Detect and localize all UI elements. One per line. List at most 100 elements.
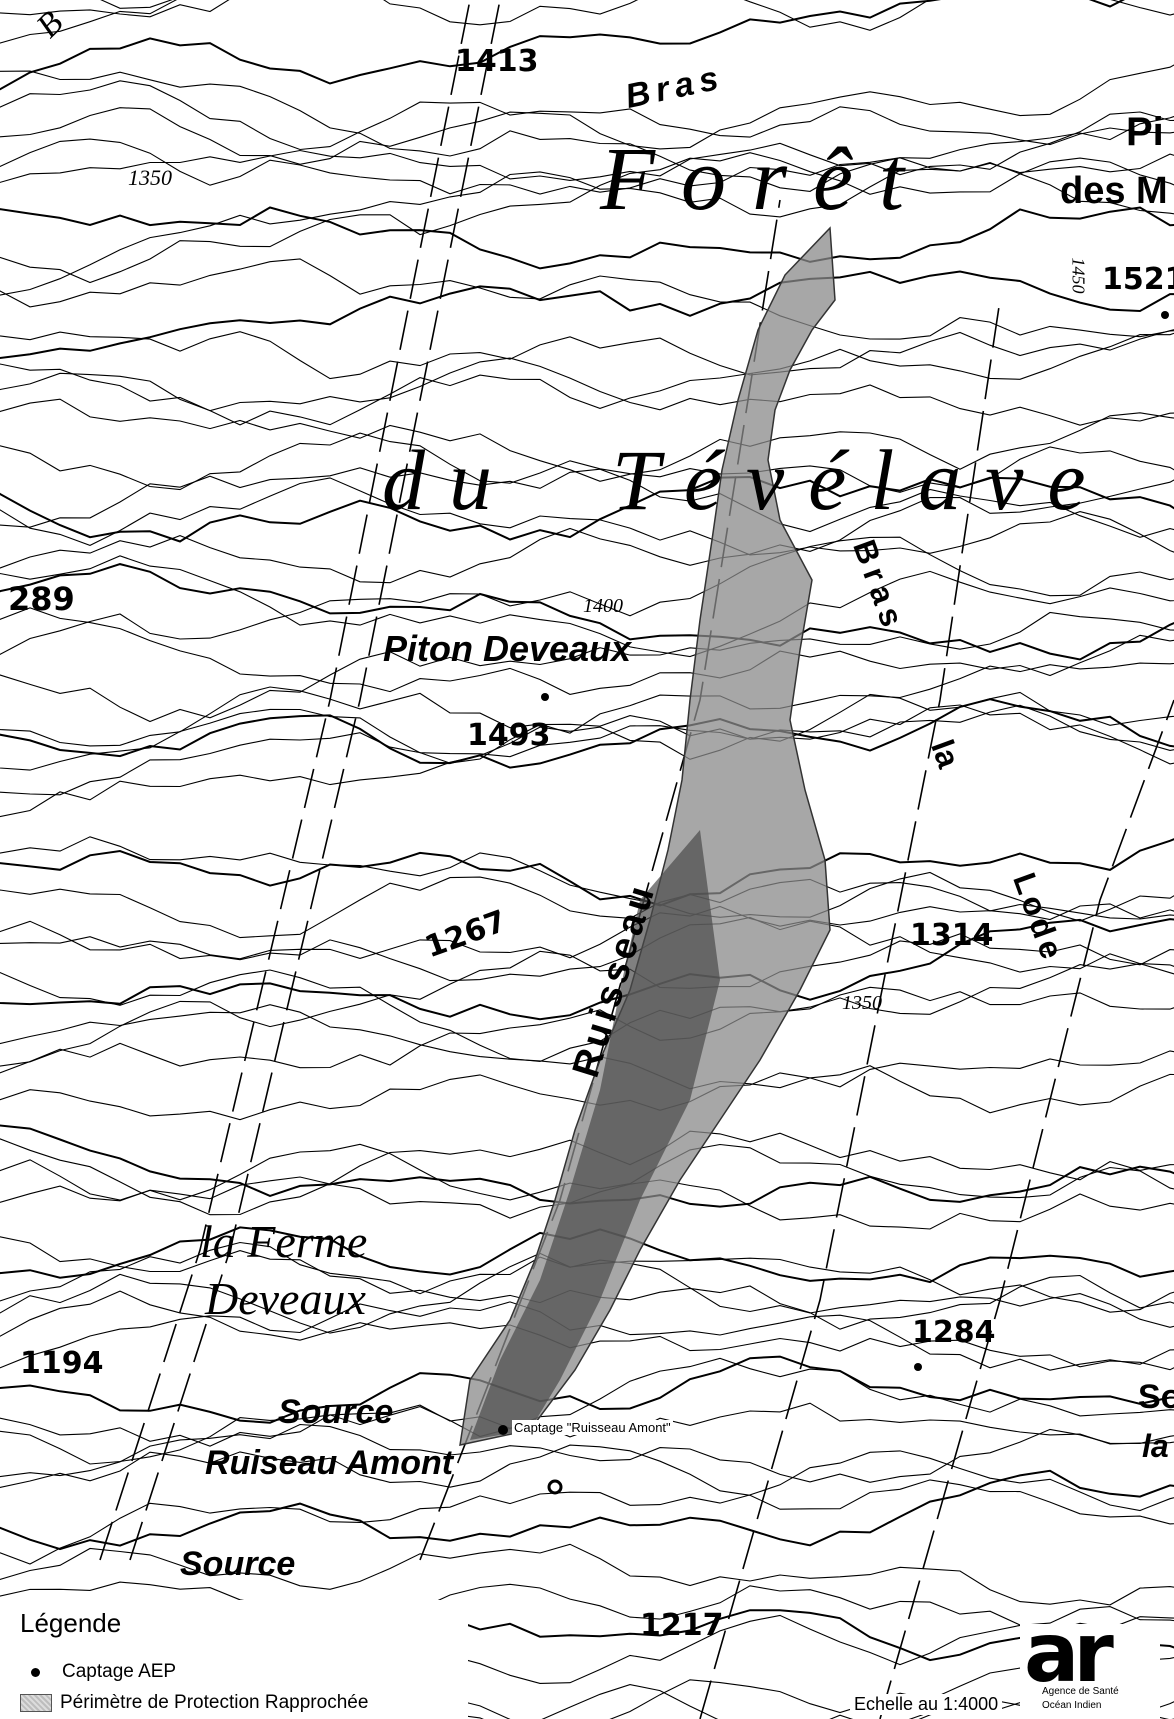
road-line <box>879 699 1174 1719</box>
contour-line <box>0 0 178 44</box>
contour-line <box>0 479 1174 584</box>
contour-line <box>0 329 1174 380</box>
contour-line <box>0 876 1174 939</box>
contour-line <box>0 80 1174 151</box>
contour-line <box>0 258 1174 340</box>
legend: Légende Captage AEP Périmètre de Protect… <box>0 1600 468 1719</box>
captage-dot-icon <box>31 1667 40 1677</box>
contour-line <box>0 152 1174 284</box>
contour-line <box>0 662 1174 747</box>
contour-label: 1450 <box>1068 257 1089 294</box>
contour-line <box>0 1423 1174 1483</box>
contour-line <box>0 357 1174 426</box>
contour-line <box>0 933 1174 1067</box>
contour-line <box>0 611 1174 723</box>
contour-line <box>0 536 1174 655</box>
contour-line <box>0 963 1174 1063</box>
contour-line <box>0 1450 1174 1565</box>
contour-label: 1350 <box>128 165 172 190</box>
contour-line <box>0 0 930 31</box>
contour-line <box>0 475 1174 543</box>
contour-line <box>0 477 1174 556</box>
place-label: Pi <box>1126 110 1164 154</box>
place-label: la <box>1142 1428 1169 1464</box>
contour-line <box>0 64 1174 165</box>
elevation-label: 1314 <box>910 918 994 953</box>
road-line <box>129 0 501 1561</box>
perimeter-swatch-icon <box>20 1694 52 1712</box>
protection-perimeter <box>459 226 836 1446</box>
scale-label: Echelle au 1:4000 <box>850 1694 1003 1715</box>
contour-line <box>0 903 1174 960</box>
contour-line <box>0 0 1126 91</box>
contour-line <box>0 1004 1174 1090</box>
contour-line <box>0 467 1174 538</box>
place-label: Piton Deveaux <box>383 628 632 669</box>
place-label: Source <box>180 1545 296 1583</box>
contour-line <box>0 607 1174 695</box>
legend-item-perimeter: Périmètre de Protection Rapprochée <box>20 1692 368 1714</box>
contour-line <box>0 1444 1174 1525</box>
summit-dot <box>541 693 549 701</box>
contour-line <box>0 698 1174 769</box>
elevation-label: 1413 <box>455 44 539 79</box>
contour-line <box>0 555 1174 658</box>
place-label: So <box>1138 1378 1174 1416</box>
place-label: la Ferme <box>200 1216 368 1267</box>
contour-line <box>0 986 1174 1074</box>
contour-line <box>0 1357 1174 1465</box>
contour-line <box>0 691 1174 818</box>
summit-dot <box>914 1363 922 1371</box>
elevation-label: 1521 <box>1102 262 1174 297</box>
elevation-label: 1194 <box>20 1346 104 1381</box>
elevation-label: 1493 <box>467 718 551 753</box>
elevation-label: 289 <box>8 580 75 618</box>
legend-item-label: Captage AEP <box>62 1661 177 1682</box>
contour-line <box>0 432 1174 493</box>
place-label: Source <box>278 1393 394 1431</box>
contour-line <box>0 332 1174 426</box>
logo-line-1: Agence de Santé <box>1042 1686 1119 1697</box>
elevation-label: 1284 <box>912 1315 996 1350</box>
logo-line-2: Océan Indien <box>1042 1700 1102 1711</box>
contour-line <box>0 838 1174 907</box>
place-label: Ruiseau Amont <box>205 1444 454 1482</box>
captage-point-2 <box>547 1479 563 1495</box>
road-line <box>99 0 471 1561</box>
legend-title: Légende <box>20 1608 122 1638</box>
contour-line <box>0 111 1174 184</box>
contour-line <box>0 1581 1174 1633</box>
ars-logo: ar Agence de Santé Océan Indien <box>1020 1606 1160 1719</box>
contour-line <box>0 115 1174 195</box>
contour-line <box>0 704 1174 796</box>
contour-line <box>100 0 1174 16</box>
elevation-label: 1217 <box>640 1608 724 1643</box>
contour-line <box>0 1355 1174 1424</box>
perimeter-dark-zone <box>470 830 720 1440</box>
logo-mark: ar <box>1024 1606 1114 1701</box>
road-line <box>699 299 1001 1719</box>
contour-label: 1400 <box>583 595 623 617</box>
place-label: Forêt <box>600 130 930 229</box>
contour-line <box>0 270 1174 360</box>
contour-label: 1350 <box>842 992 882 1014</box>
place-label: Tévélave <box>612 432 1110 528</box>
contour-line <box>0 162 1174 296</box>
contour-line <box>0 398 1174 482</box>
contour-line <box>0 704 1174 771</box>
contour-line <box>0 206 1174 270</box>
contour-line <box>0 916 1174 982</box>
captage-point <box>498 1425 508 1435</box>
legend-item-captage: Captage AEP <box>20 1661 176 1683</box>
contour-line <box>0 1543 1174 1606</box>
captage-label: Captage "Ruisseau Amont" <box>512 1420 673 1435</box>
summit-dot <box>1161 311 1169 319</box>
contour-line <box>0 70 1174 192</box>
contour-line <box>0 1469 1174 1551</box>
contour-line <box>0 563 1174 661</box>
contour-line <box>0 836 1174 922</box>
contour-line <box>0 918 1174 1021</box>
